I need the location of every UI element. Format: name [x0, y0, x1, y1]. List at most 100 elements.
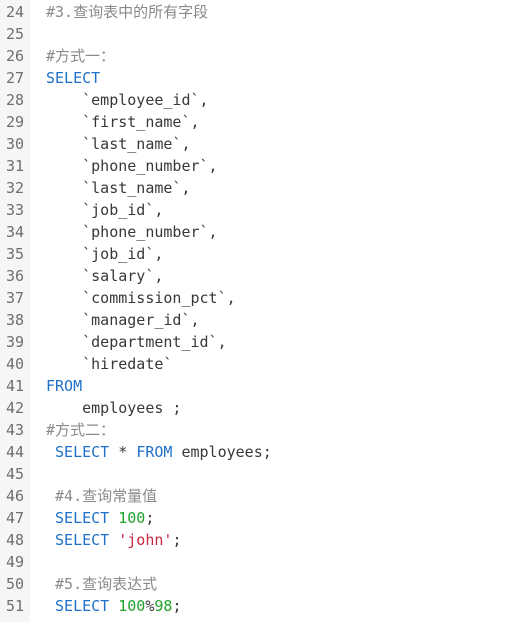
code-text[interactable]: `commission_pct`, — [46, 287, 236, 309]
code-text[interactable]: `last_name`, — [46, 133, 190, 155]
code-line[interactable]: 40 `hiredate` — [0, 353, 527, 375]
code-line[interactable]: 31 `phone_number`, — [0, 155, 527, 177]
code-line[interactable]: 41 FROM — [0, 375, 527, 397]
code-text[interactable]: #5.查询表达式 — [46, 573, 157, 595]
line-number: 34 — [6, 223, 25, 241]
sql-token — [109, 597, 118, 615]
line-number: 29 — [6, 113, 25, 131]
code-line[interactable]: 50 #5.查询表达式 — [0, 573, 527, 595]
code-text[interactable]: SELECT — [46, 67, 100, 89]
sql-token: `job_id`, — [82, 245, 164, 263]
code-line[interactable]: 32 `last_name`, — [0, 177, 527, 199]
code-text[interactable]: #方式二： — [46, 419, 115, 441]
code-line[interactable]: 38 `manager_id`, — [0, 309, 527, 331]
indent — [46, 223, 82, 241]
code-line[interactable]: 34 `phone_number`, — [0, 221, 527, 243]
indent — [46, 91, 82, 109]
code-text[interactable]: `manager_id`, — [46, 309, 199, 331]
sql-token: `hiredate` — [82, 355, 173, 373]
code-line[interactable]: 49 — [0, 551, 527, 573]
indent — [46, 135, 82, 153]
code-line[interactable]: 35 `job_id`, — [0, 243, 527, 265]
line-number: 35 — [6, 245, 25, 263]
sql-keyword: SELECT — [55, 531, 110, 549]
line-number: 41 — [6, 377, 25, 395]
code-text[interactable]: `last_name`, — [46, 177, 191, 199]
indent — [46, 399, 82, 417]
line-number: 37 — [6, 289, 25, 307]
code-text[interactable]: FROM — [46, 375, 82, 397]
line-number: 39 — [6, 333, 25, 351]
line-number: 48 — [6, 531, 25, 549]
sql-token: `department_id`, — [82, 333, 227, 351]
code-line[interactable]: 37 `commission_pct`, — [0, 287, 527, 309]
code-line[interactable]: 27 SELECT — [0, 67, 527, 89]
sql-token: `employee_id`, — [82, 91, 209, 109]
code-line[interactable]: 26#方式一： — [0, 45, 527, 67]
sql-token: employees; — [172, 443, 272, 461]
line-number: 45 — [6, 465, 25, 483]
code-line[interactable]: 24 #3.查询表中的所有字段 — [0, 1, 527, 23]
code-line[interactable]: 25 — [0, 23, 527, 45]
code-line[interactable]: 47 SELECT 100; — [0, 507, 527, 529]
indent — [46, 443, 55, 461]
sql-token: `salary`, — [82, 267, 164, 285]
line-number: 42 — [6, 399, 25, 417]
line-number: 27 — [6, 69, 25, 87]
sql-token: `commission_pct`, — [82, 289, 236, 307]
line-number: 49 — [6, 553, 25, 571]
code-text[interactable]: `employee_id`, — [46, 89, 209, 111]
code-text[interactable]: `job_id`, — [46, 199, 163, 221]
code-text[interactable]: SELECT 100%98; — [46, 595, 181, 617]
code-line[interactable]: 36 `salary`, — [0, 265, 527, 287]
code-line[interactable]: 28 `employee_id`, — [0, 89, 527, 111]
code-text[interactable]: `hiredate` — [46, 353, 172, 375]
code-line[interactable]: 33 `job_id`, — [0, 199, 527, 221]
code-text[interactable]: `first_name`, — [46, 111, 199, 133]
code-line[interactable]: 51 SELECT 100%98; — [0, 595, 527, 617]
sql-token: * — [109, 443, 137, 461]
code-text[interactable]: employees ; — [46, 397, 181, 419]
line-number: 36 — [6, 267, 25, 285]
code-line[interactable]: 30 `last_name`, — [0, 133, 527, 155]
sql-token: % — [145, 597, 155, 615]
code-line[interactable]: 46 #4.查询常量值 — [0, 485, 527, 507]
code-text[interactable]: #4.查询常量值 — [46, 485, 157, 507]
code-text[interactable]: SELECT * FROM employees; — [46, 441, 272, 463]
sql-comment: #5.查询表达式 — [55, 575, 158, 593]
indent — [46, 575, 55, 593]
code-line[interactable]: 45 — [0, 463, 527, 485]
code-line[interactable]: 29 `first_name`, — [0, 111, 527, 133]
code-line[interactable]: 44 SELECT * FROM employees; — [0, 441, 527, 463]
code-text[interactable]: #3.查询表中的所有字段 — [46, 1, 208, 23]
code-text[interactable]: `phone_number`, — [46, 155, 217, 177]
line-number: 33 — [6, 201, 25, 219]
sql-token — [109, 531, 118, 549]
indent — [46, 597, 55, 615]
line-number: 24 — [6, 3, 25, 21]
code-text[interactable]: SELECT 100; — [46, 507, 154, 529]
line-number: 47 — [6, 509, 25, 527]
line-number: 30 — [6, 135, 25, 153]
code-line[interactable]: 42 employees ; — [0, 397, 527, 419]
code-text[interactable]: #方式一： — [46, 45, 115, 67]
indent — [46, 179, 82, 197]
code-text[interactable]: `department_id`, — [46, 331, 227, 353]
code-text[interactable]: `job_id`, — [46, 243, 163, 265]
sql-token: `last_name`, — [82, 179, 191, 197]
code-text[interactable]: SELECT 'john'; — [46, 529, 181, 551]
code-text[interactable]: `phone_number`, — [46, 221, 217, 243]
line-number: 43 — [6, 421, 25, 439]
sql-string: 'john' — [118, 531, 173, 549]
code-line[interactable]: 43 #方式二： — [0, 419, 527, 441]
code-line[interactable]: 39 `department_id`, — [0, 331, 527, 353]
sql-keyword: SELECT — [46, 69, 101, 87]
line-number: 46 — [6, 487, 25, 505]
sql-token — [109, 509, 118, 527]
line-number: 31 — [6, 157, 25, 175]
code-text[interactable]: `salary`, — [46, 265, 163, 287]
sql-comment: #3.查询表中的所有字段 — [46, 3, 209, 21]
code-line[interactable]: 48 SELECT 'john'; — [0, 529, 527, 551]
